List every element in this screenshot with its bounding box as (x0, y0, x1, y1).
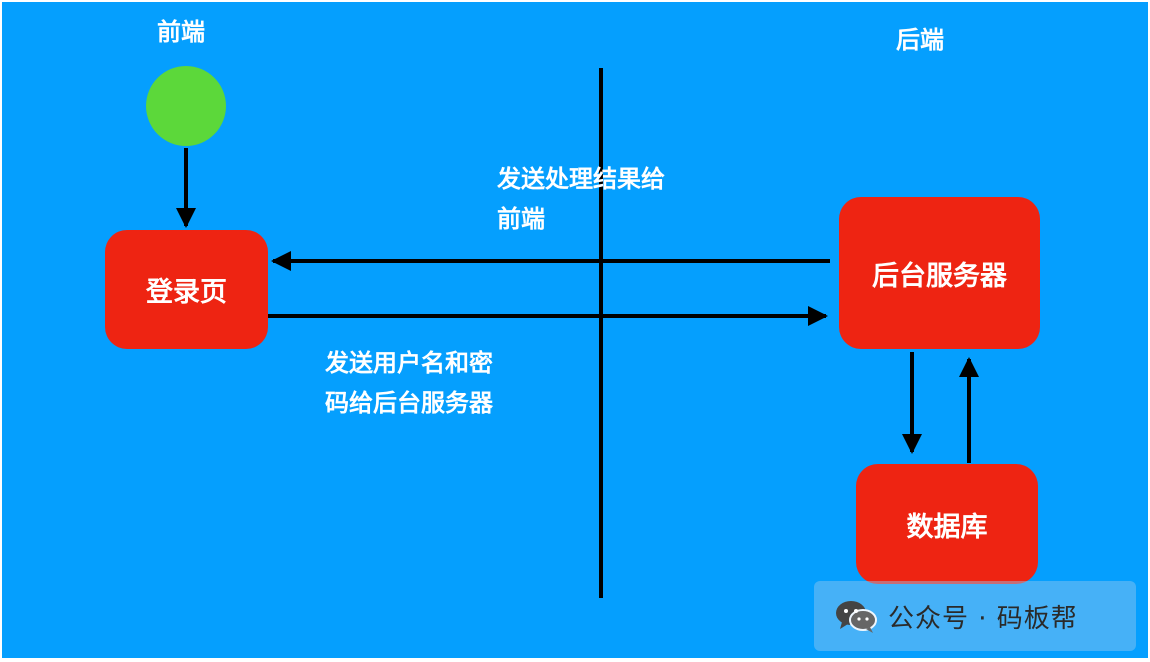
edge-label-result-line-2: 前端 (497, 205, 545, 233)
watermark-text: 公众号 · 码板帮 (888, 603, 1078, 634)
edge-label-result-line-1: 发送处理结果给 (497, 165, 665, 193)
edge-label-credentials-line-2: 码给后台服务器 (325, 389, 493, 417)
start-node (146, 66, 226, 146)
lane-label-backend: 后端 (896, 26, 944, 54)
edge-label-credentials-line-1: 发送用户名和密 (325, 349, 493, 377)
node-login-page: 登录页 (105, 230, 268, 349)
watermark: 公众号 · 码板帮 (814, 581, 1136, 651)
wechat-icon (836, 601, 877, 633)
node-backend-server: 后台服务器 (839, 197, 1040, 349)
node-database: 数据库 (856, 464, 1038, 584)
edge-label-credentials: 发送用户名和密 码给后台服务器 (325, 343, 525, 423)
lane-label-frontend: 前端 (157, 18, 205, 46)
edge-label-result: 发送处理结果给 前端 (497, 159, 697, 239)
